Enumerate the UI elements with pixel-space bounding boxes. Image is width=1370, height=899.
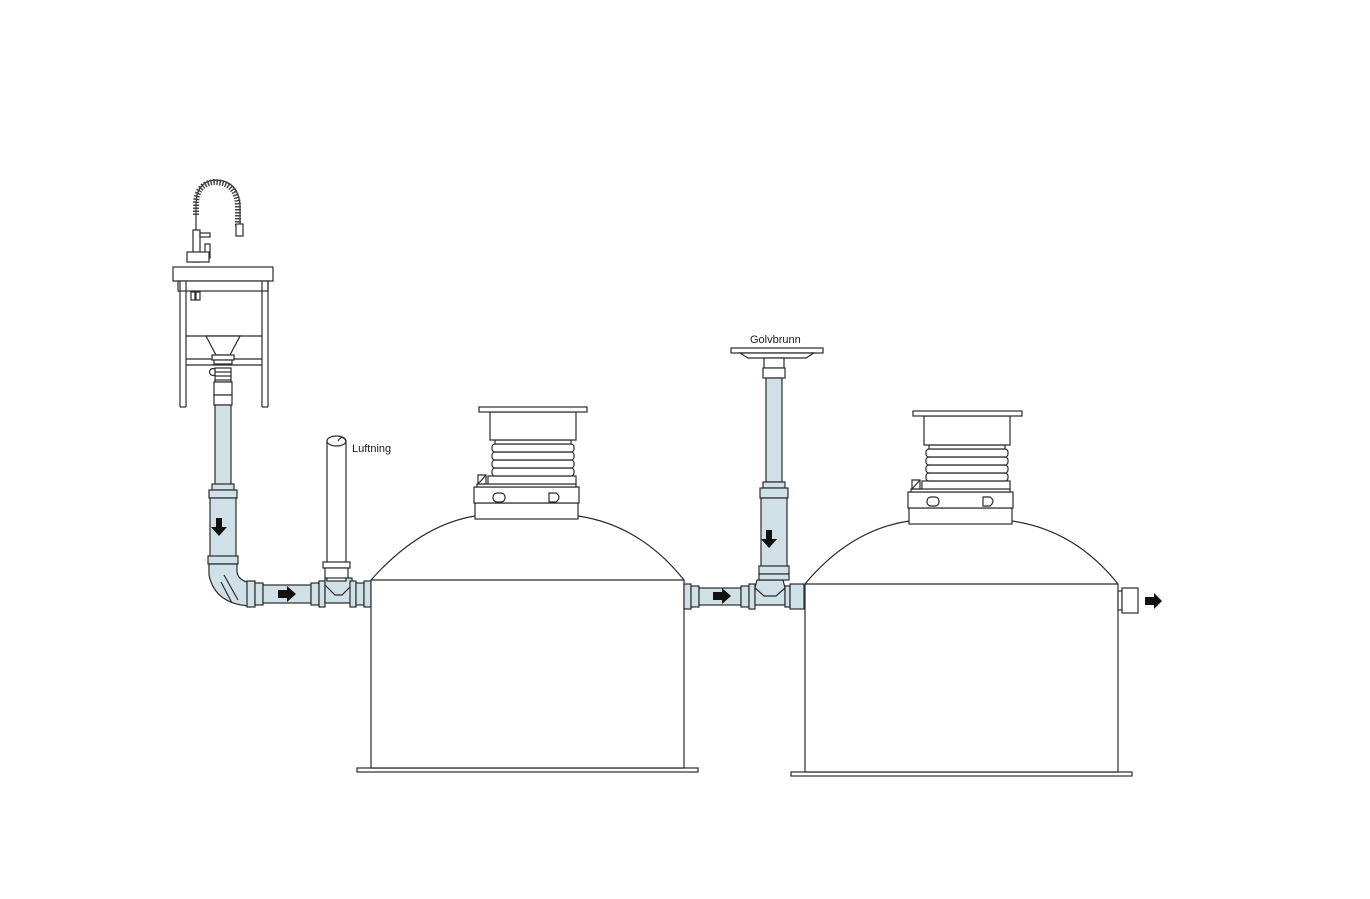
flow-arrow-icon <box>713 588 731 604</box>
sink-faucet-icon <box>186 178 244 263</box>
flow-arrow-icon <box>1145 593 1162 609</box>
floor-drain-label: Golvbrunn <box>750 334 801 346</box>
sink-station <box>172 178 274 408</box>
connection-pipe <box>683 579 805 610</box>
outlet-pipe <box>1117 587 1162 614</box>
flow-arrow-icon <box>211 518 227 536</box>
flow-arrow-icon <box>761 530 777 548</box>
vent-label: Luftning <box>352 443 391 455</box>
floor-drain: Golvbrunn <box>730 334 824 581</box>
separator-tank-2 <box>790 410 1133 777</box>
separator-tank-1 <box>356 406 699 773</box>
drain-pipe-sink <box>207 381 372 608</box>
vent-pipe: Luftning <box>322 435 391 582</box>
flow-arrow-icon <box>278 586 296 602</box>
